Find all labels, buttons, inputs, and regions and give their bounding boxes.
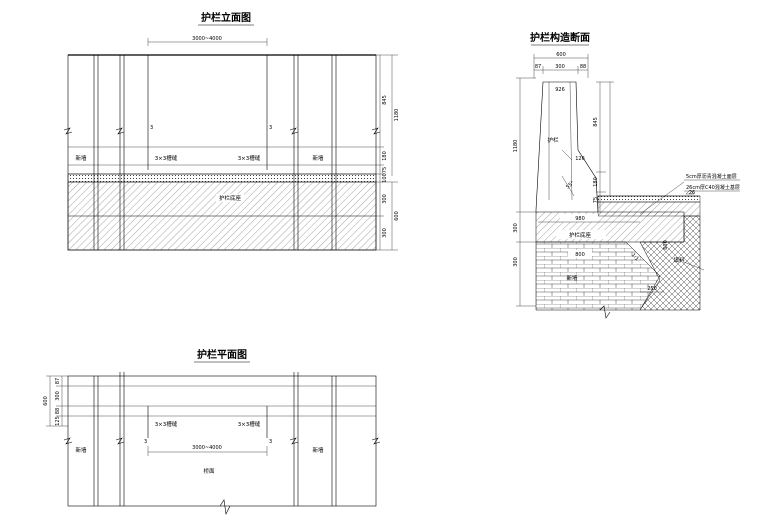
section-note-1: 5cm厚沥青混凝土面层 [686,173,737,180]
plan-dim-125: 125 [55,416,61,426]
plan-span-dim: 3000~4000 [192,445,222,451]
section-title: 护栏构造断面 [530,31,590,44]
section-slope-dim: 126 [575,156,585,162]
section-right-dim-75: 75 [593,197,599,203]
section-slope-ratio: 1:1 [630,252,640,262]
plan-slot-right: 3×3槽缝 [238,420,261,428]
section-lower-dim-a: 300 [513,223,519,233]
section-foundation-width: 800 [575,252,585,258]
plan-slot-left: 3×3槽缝 [155,420,178,428]
plan-view: 护栏平面图 3000~4000 3 3 3×3槽缝 3×3槽缝 新墙 新墙 桥面 [43,348,381,515]
section-dim-88: 88 [580,64,586,70]
elevation-dim-845: 845 [382,95,388,105]
elevation-view: 护栏立面图 [63,11,400,251]
elevation-span-dim: 3000~4000 [192,36,222,42]
section-fill-label: 填料 [673,256,685,264]
section-note-2: 26cm厚C40混凝土基层 [686,184,740,191]
section-rail-label: 护栏 [547,136,559,144]
elevation-dim-1180: 1180 [394,109,400,122]
elevation-right-dims: 845 180 75 100 300 300 1180 600 [376,54,400,251]
plan-new-curb-right: 新墙 [312,446,324,454]
elevation-dim-600: 600 [394,211,400,221]
elevation-dim-100: 100 [382,173,388,183]
section-angle-dim: 55° [565,180,576,191]
plan-dim-87: 87 [55,378,61,384]
elevation-dim-300b: 300 [382,228,388,238]
section-right-dim-180: 180 [593,177,599,187]
section-right-dim-845: 845 [593,117,599,127]
elevation-slot-left: 3×3槽缝 [155,154,178,162]
plan-dim-300: 300 [55,391,61,401]
section-small-dim: 26 [689,190,695,196]
plan-joint-right: 3 [269,439,272,445]
plan-posts [93,372,337,506]
section-new-wall-label: 新墙 [566,274,578,282]
section-view: 护栏构造断面 600 87 300 88 926 护栏 126 55° 1180… [513,31,740,319]
elevation-dim-300a: 300 [382,194,388,204]
section-top-width: 600 [556,52,566,58]
section-dim-87: 87 [535,64,541,70]
elevation-dim-75: 75 [382,167,388,173]
elevation-new-curb-right: 新墙 [312,154,324,162]
elevation-base-label: 护栏底座 [219,194,242,202]
plan-left-dims: 87 300 88 125 600 [43,375,68,427]
section-bottom-dim: 250 [647,286,657,292]
elevation-slot-right: 3×3槽缝 [238,154,261,162]
elevation-joint-left: 3 [150,125,153,131]
section-dim-300: 300 [555,64,565,70]
plan-new-curb-left: 新墙 [75,446,87,454]
plan-title: 护栏平面图 [197,348,247,361]
elevation-new-curb-left: 新墙 [75,154,87,162]
section-fill-height: 600 [663,240,669,250]
section-top-cap: 926 [555,87,565,93]
section-base-width: 980 [575,216,585,222]
plan-joint-left: 3 [144,439,147,445]
elevation-dim-180: 180 [382,151,388,161]
elevation-joint-right: 3 [269,125,272,131]
plan-dim-88: 88 [55,408,61,414]
section-left-height: 1180 [513,140,519,153]
elevation-title: 护栏立面图 [201,11,251,24]
section-lower-dim-b: 300 [513,257,519,267]
plan-deck-label: 桥面 [203,467,215,475]
plan-total-dim: 600 [43,396,49,406]
section-base-label: 护栏底座 [569,231,592,239]
